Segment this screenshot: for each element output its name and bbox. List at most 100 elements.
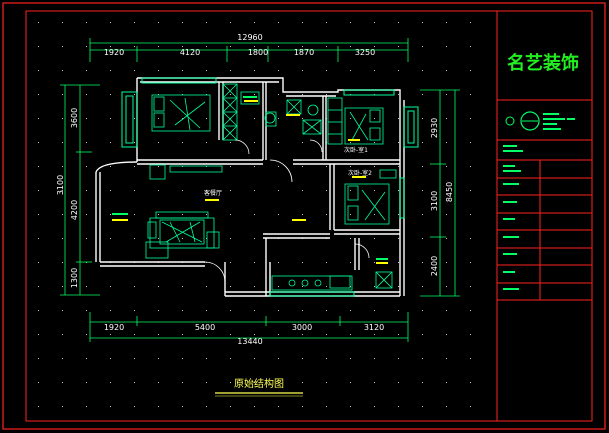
grid-dot xyxy=(446,358,447,359)
grid-dot xyxy=(38,94,39,95)
grid-dot xyxy=(254,406,255,407)
grid-dot xyxy=(206,358,207,359)
grid-dot xyxy=(230,22,231,23)
grid-dot xyxy=(422,238,423,239)
grid-dot xyxy=(110,406,111,407)
grid-dot xyxy=(38,190,39,191)
grid-dot xyxy=(278,166,279,167)
grid-dot xyxy=(422,190,423,191)
grid-dot xyxy=(182,22,183,23)
grid-dot xyxy=(206,190,207,191)
grid-dot xyxy=(374,22,375,23)
grid-dot xyxy=(278,190,279,191)
grid-dot xyxy=(326,406,327,407)
grid-dot xyxy=(62,70,63,71)
grid-dot xyxy=(302,382,303,383)
grid-dot xyxy=(134,238,135,239)
grid-dot xyxy=(398,334,399,335)
grid-dot xyxy=(158,406,159,407)
grid-dot xyxy=(302,142,303,143)
grid-dot xyxy=(422,142,423,143)
grid-dot xyxy=(158,214,159,215)
grid-dot xyxy=(254,382,255,383)
grid-dot xyxy=(422,46,423,47)
grid-dot xyxy=(470,238,471,239)
grid-dot xyxy=(182,406,183,407)
grid-dot xyxy=(110,286,111,287)
grid-dot xyxy=(302,166,303,167)
grid-dot xyxy=(110,94,111,95)
grid-dot xyxy=(278,118,279,119)
grid-dot xyxy=(134,22,135,23)
grid-dot xyxy=(62,94,63,95)
grid-dot xyxy=(134,46,135,47)
grid-dot xyxy=(302,334,303,335)
grid-dot xyxy=(446,118,447,119)
grid-dot xyxy=(446,310,447,311)
grid-dot xyxy=(206,310,207,311)
grid-dot xyxy=(38,262,39,263)
grid-dot xyxy=(254,142,255,143)
grid-dot xyxy=(134,286,135,287)
grid-dot xyxy=(182,310,183,311)
grid-dot xyxy=(38,142,39,143)
grid-dot xyxy=(470,286,471,287)
grid-dot xyxy=(398,94,399,95)
grid-dot xyxy=(254,358,255,359)
grid-dot xyxy=(470,382,471,383)
grid-dot xyxy=(422,334,423,335)
room-label-bedroom-2: 次卧-室1 xyxy=(344,146,368,154)
grid-dot xyxy=(350,238,351,239)
grid-dot xyxy=(278,94,279,95)
grid-dot xyxy=(398,214,399,215)
grid-dot xyxy=(182,286,183,287)
grid-dot xyxy=(374,334,375,335)
grid-dot xyxy=(446,166,447,167)
dim-bottom-3: 3000 xyxy=(292,323,312,332)
grid-dot xyxy=(182,190,183,191)
grid-dot xyxy=(230,286,231,287)
grid-dot xyxy=(182,358,183,359)
grid-dot xyxy=(278,70,279,71)
grid-dot xyxy=(158,310,159,311)
grid-dot xyxy=(470,262,471,263)
grid-dot xyxy=(254,94,255,95)
dim-right-2: 3100 xyxy=(430,191,439,211)
dim-top-4: 1870 xyxy=(294,48,314,57)
bottom-dimensions xyxy=(89,312,409,342)
brand-name: 名艺装饰 xyxy=(507,52,579,74)
grid-dot xyxy=(470,214,471,215)
grid-dot xyxy=(206,142,207,143)
grid-dot xyxy=(158,142,159,143)
grid-dot xyxy=(446,46,447,47)
grid-dot xyxy=(350,406,351,407)
grid-dot xyxy=(134,70,135,71)
grid-dot xyxy=(350,142,351,143)
grid-dot xyxy=(398,166,399,167)
grid-dot xyxy=(62,142,63,143)
grid-dot xyxy=(398,22,399,23)
grid-dot xyxy=(470,70,471,71)
grid-dot xyxy=(86,70,87,71)
grid-dot xyxy=(38,310,39,311)
grid-dot xyxy=(470,142,471,143)
grid-dot xyxy=(38,358,39,359)
grid-dot xyxy=(254,262,255,263)
grid-dot xyxy=(62,118,63,119)
grid-dot xyxy=(230,70,231,71)
grid-dot xyxy=(470,406,471,407)
dim-bottom-1: 1920 xyxy=(104,323,124,332)
grid-dot xyxy=(86,238,87,239)
grid-dot xyxy=(230,142,231,143)
grid-dot xyxy=(398,118,399,119)
grid-dot xyxy=(350,118,351,119)
grid-dot xyxy=(110,22,111,23)
grid-dot xyxy=(158,118,159,119)
grid-dot xyxy=(230,46,231,47)
grid-dot xyxy=(446,94,447,95)
grid-dot xyxy=(398,70,399,71)
grid-dot xyxy=(422,70,423,71)
grid-dot xyxy=(110,46,111,47)
grid-dot xyxy=(110,238,111,239)
grid-dot xyxy=(158,94,159,95)
